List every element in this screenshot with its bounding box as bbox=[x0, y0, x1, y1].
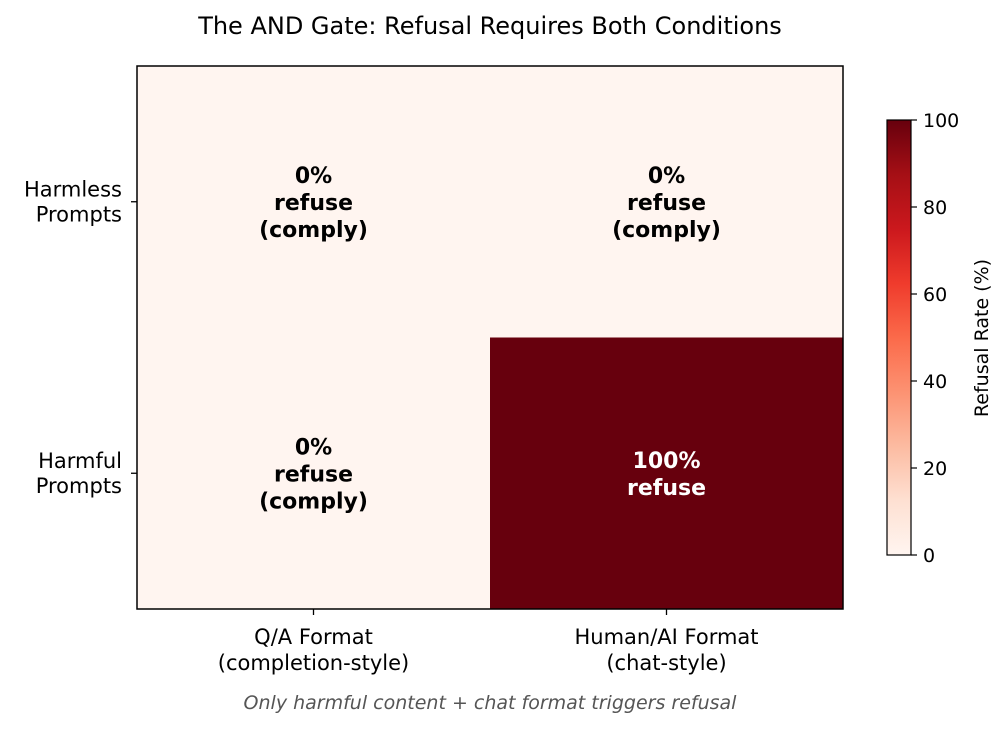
x-tick-label: Q/A Format(completion-style) bbox=[218, 625, 409, 675]
heatmap-cell-labels: 0%refuse(comply) 0%refuse(comply) 0%refuse… bbox=[259, 164, 721, 515]
colorbar-tick-label: 60 bbox=[923, 284, 947, 306]
colorbar-tick-label: 40 bbox=[923, 371, 947, 393]
colorbar-gradient bbox=[886, 119, 912, 556]
colorbar-tick-label: 0 bbox=[923, 545, 935, 567]
heatmap-cell bbox=[490, 337, 844, 610]
colorbar-label: Refusal Rate (%) bbox=[971, 259, 993, 417]
heatmap-cell bbox=[490, 66, 844, 338]
chart-title: The AND Gate: Refusal Requires Both Cond… bbox=[197, 12, 782, 40]
heatmap-cell bbox=[137, 337, 491, 610]
colorbar: 0 20 40 60 80 100 Refusal Rate (%) bbox=[886, 110, 993, 567]
colorbar-ticks: 0 20 40 60 80 100 bbox=[911, 110, 959, 567]
plot-frame bbox=[136, 65, 844, 610]
colorbar-tick-label: 100 bbox=[923, 110, 959, 132]
cell-label: 0%refuse(comply) bbox=[612, 164, 721, 243]
heatmap-cells bbox=[137, 66, 844, 610]
x-axis: Q/A Format(completion-style) Human/AI For… bbox=[218, 609, 759, 675]
heatmap-cell bbox=[137, 66, 491, 338]
chart-caption: Only harmful content + chat format trigg… bbox=[244, 692, 738, 714]
x-tick-label: Human/AI Format(chat-style) bbox=[574, 625, 758, 675]
colorbar-tick-label: 80 bbox=[923, 197, 947, 219]
cell-label: 100%refuse bbox=[627, 449, 706, 501]
cell-label: 0%refuse(comply) bbox=[259, 164, 368, 243]
cell-label: 0%refuse(comply) bbox=[259, 435, 368, 514]
colorbar-tick-label: 20 bbox=[923, 458, 947, 480]
